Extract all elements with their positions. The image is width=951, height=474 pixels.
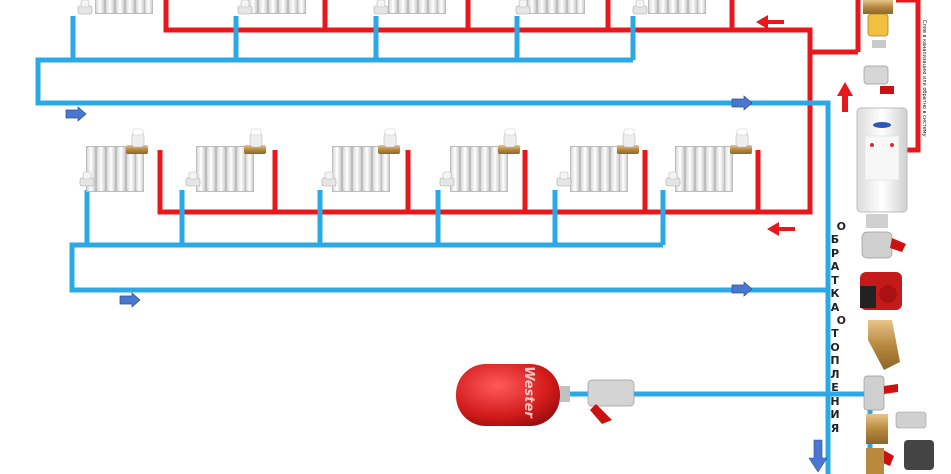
ball-valve-icon	[861, 231, 906, 259]
ball-valve-icon	[863, 65, 894, 94]
flow-arrows	[65, 15, 853, 473]
radiator-icon	[675, 146, 733, 192]
flow-arrow-icon	[65, 106, 87, 122]
radiator-icon	[95, 0, 153, 14]
ball-valve-icon	[863, 375, 898, 411]
thermostatic-valve-icon	[377, 128, 401, 155]
lower-radiator-row	[79, 128, 753, 192]
heating-text: О Т О П Л Е Н И Я	[830, 313, 847, 435]
radiator-icon	[527, 0, 585, 14]
return-line-label: О Б Р А Т К А	[829, 206, 847, 314]
radiator-icon	[388, 0, 446, 14]
strainer-icon	[868, 320, 900, 370]
shutoff-valve-icon	[77, 0, 93, 15]
flow-arrow-icon	[756, 15, 784, 29]
return-pipes	[35, 16, 873, 474]
circulation-pump-icon	[860, 272, 902, 310]
flow-arrow-icon	[731, 95, 753, 111]
shutoff-valve-icon	[556, 171, 572, 187]
boiler-icon	[856, 107, 908, 213]
thermostatic-valve-icon	[616, 128, 640, 155]
thermostatic-valve-icon	[243, 128, 267, 155]
flow-arrow-icon	[731, 281, 753, 297]
supply-pipes	[157, 0, 921, 215]
expansion-tank-icon: Wester	[456, 364, 570, 426]
flow-arrow-icon	[808, 439, 828, 473]
thermostatic-valve-icon	[729, 128, 753, 155]
top-radiator-row	[77, 0, 706, 15]
ball-valve-icon	[587, 379, 635, 424]
shutoff-valve-icon	[632, 0, 648, 15]
boiler-group	[856, 0, 934, 474]
return-line-text: О Б Р А Т К А	[830, 219, 847, 314]
flow-arrow-icon	[767, 222, 795, 236]
radiator-icon	[248, 0, 306, 14]
thermostatic-valve-icon	[497, 128, 521, 155]
tank-brand-label: Wester	[521, 366, 536, 419]
flow-arrow-icon	[119, 292, 141, 308]
drain-note: Слив в канализацию или обратно в систему	[921, 20, 927, 137]
heating-label: О Т О П Л Е Н И Я	[829, 300, 846, 435]
flow-arrow-icon	[837, 82, 853, 112]
thermostatic-valve-icon	[125, 128, 149, 155]
shutoff-valve-icon	[373, 0, 389, 15]
radiator-icon	[648, 0, 706, 14]
